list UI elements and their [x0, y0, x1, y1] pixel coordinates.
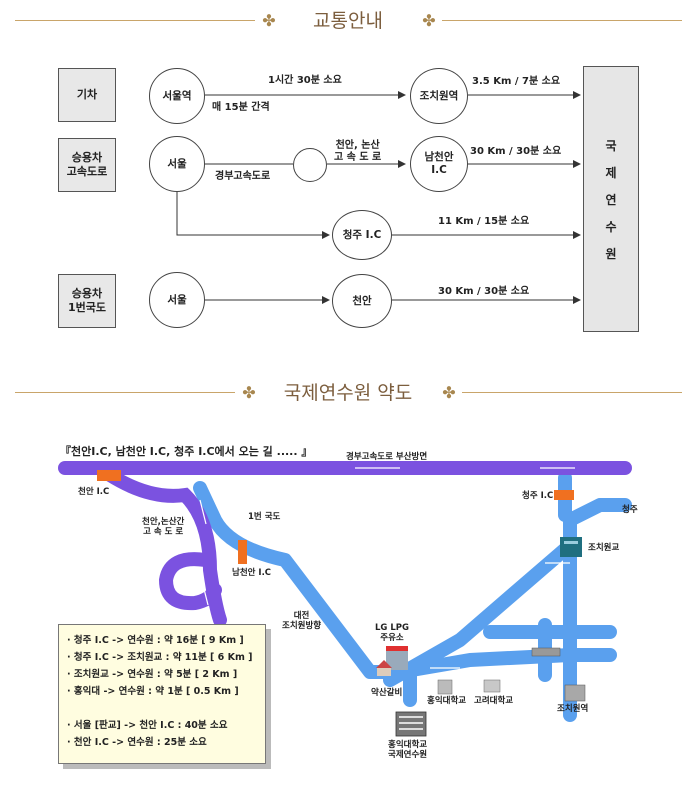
express-last-leg-label: 30 Km / 30분 소요	[470, 146, 562, 157]
jochiwon-station-label: 조치원역	[557, 704, 589, 714]
info-line: · 천안 I.C -> 연수원 : 25분 소요	[67, 737, 207, 748]
yaksan-restaurant-icon	[376, 660, 392, 676]
section-heading-transport: ✤ 교통안내 ✤	[0, 6, 695, 36]
jochiwon-station-icon	[564, 684, 586, 702]
cheongju-ic-marker	[554, 490, 574, 500]
destination-box: 국 제 연 수 원	[583, 66, 639, 332]
loop-arrow	[202, 584, 209, 606]
jochiwon-diagonal	[383, 498, 632, 687]
hongik-training-center-icon	[395, 711, 427, 737]
cheongju-label: 청주	[622, 505, 638, 515]
cheonan-nonsan-arrow	[199, 499, 207, 525]
info-line: · 청주 I.C -> 조치원교 : 약 11분 [ 6 Km ]	[67, 652, 253, 663]
train-duration-label: 1시간 30분 소요	[268, 75, 342, 86]
namcheonan-ic-node: 남천안 I.C	[410, 136, 468, 192]
korea-univ-icon	[483, 679, 501, 693]
ornament-icon: ✤	[442, 383, 456, 402]
mode-national-road-box: 승용차 1번국도	[58, 274, 116, 328]
cheonan-nonsan-expressway-label: 천안,논산간 고 속 도 로	[142, 517, 185, 537]
start-seoul-express: 서울	[149, 136, 205, 192]
bridge-icon	[531, 647, 561, 657]
destination-char: 연	[605, 192, 617, 207]
destination-char: 제	[605, 165, 617, 180]
national-last-leg-label: 30 Km / 30분 소요	[438, 286, 530, 297]
junction-node	[293, 148, 327, 182]
cheongju-ic-node: 청주 I.C	[332, 210, 392, 260]
namcheonan-loop	[158, 552, 222, 611]
destination-char: 수	[605, 219, 617, 234]
start-seoul-station: 서울역	[149, 68, 205, 124]
cheonan-node: 천안	[332, 274, 392, 328]
cheonan-nonsan-label: 천안, 논산 고 속 도 로	[334, 140, 382, 163]
cheonan-ic-marker	[97, 470, 121, 481]
namcheonan-ic-label: 남천안 I.C	[232, 568, 272, 578]
cheongju-ic-label: 청주 I.C	[522, 491, 554, 501]
info-spacer	[67, 700, 257, 717]
destination-char: 원	[605, 246, 617, 261]
section-title: 국제연수원 약도	[283, 382, 413, 404]
info-line: · 조치원교 -> 연수원 : 약 5분 [ 2 Km ]	[67, 669, 238, 680]
daejeon-direction-label: 대전 조치원방향	[282, 611, 322, 631]
cheonan-ic-label: 천안 I.C	[78, 487, 110, 497]
info-line: · 청주 I.C -> 연수원 : 약 16분 [ 9 Km ]	[67, 635, 244, 646]
route1-label: 1번 국도	[248, 512, 281, 522]
hongik-school-label: 홍익대학교	[427, 696, 467, 706]
map-route-title: 『천안I.C, 남천안 I.C, 청주 I.C에서 오는 길 ..... 』	[60, 445, 313, 458]
expressway-road-label: 경부고속도로	[215, 171, 271, 182]
mode-expressway-box: 승용차 고속도로	[58, 138, 116, 192]
start-seoul-national: 서울	[149, 272, 205, 328]
cheongju-last-leg-label: 11 Km / 15분 소요	[438, 216, 530, 227]
hongik-center-label: 홍익대학교 국제연수원	[388, 740, 428, 760]
ornament-icon: ✤	[242, 383, 256, 402]
yaksan-label: 약산갈비	[371, 688, 403, 698]
local-road-east	[393, 648, 617, 679]
section-title: 교통안내	[313, 10, 383, 32]
destination-char: 국	[605, 138, 617, 153]
lg-lpg-label: LG LPG 주유소	[375, 623, 409, 643]
lg-lpg-station-icon	[386, 646, 408, 670]
ornament-icon: ✤	[422, 11, 436, 30]
section-heading-map: ✤ 국제연수원 약도 ✤	[0, 378, 695, 408]
info-line: · 서울 [판교] -> 천안 I.C : 40분 소요	[67, 720, 228, 731]
travel-time-info-box: · 청주 I.C -> 연수원 : 약 16분 [ 9 Km ] · 청주 I.…	[58, 624, 266, 764]
ornament-icon: ✤	[262, 11, 276, 30]
train-interval-label: 매 15분 간격	[212, 102, 270, 113]
mode-train-box: 기차	[58, 68, 116, 122]
jochiwon-bridge-icon	[560, 537, 582, 557]
expressway-direction-label: 경부고속도로 부산방면	[346, 452, 428, 462]
info-line: · 홍익대 -> 연수원 : 약 1분 [ 0.5 Km ]	[67, 686, 239, 697]
namcheonan-ic-marker	[238, 540, 247, 564]
heading-rule-right	[442, 20, 682, 21]
jochiwon-station-node: 조치원역	[410, 68, 468, 124]
korea-univ-label: 고려대학교	[474, 696, 514, 706]
heading-rule-right	[462, 392, 682, 393]
jochiwon-bridge-label: 조치원교	[588, 543, 620, 553]
heading-rule-left	[15, 392, 235, 393]
hongik-school-icon	[437, 679, 453, 695]
heading-rule-left	[15, 20, 255, 21]
train-last-leg-label: 3.5 Km / 7분 소요	[472, 76, 561, 87]
cheongju-branch	[176, 189, 330, 239]
